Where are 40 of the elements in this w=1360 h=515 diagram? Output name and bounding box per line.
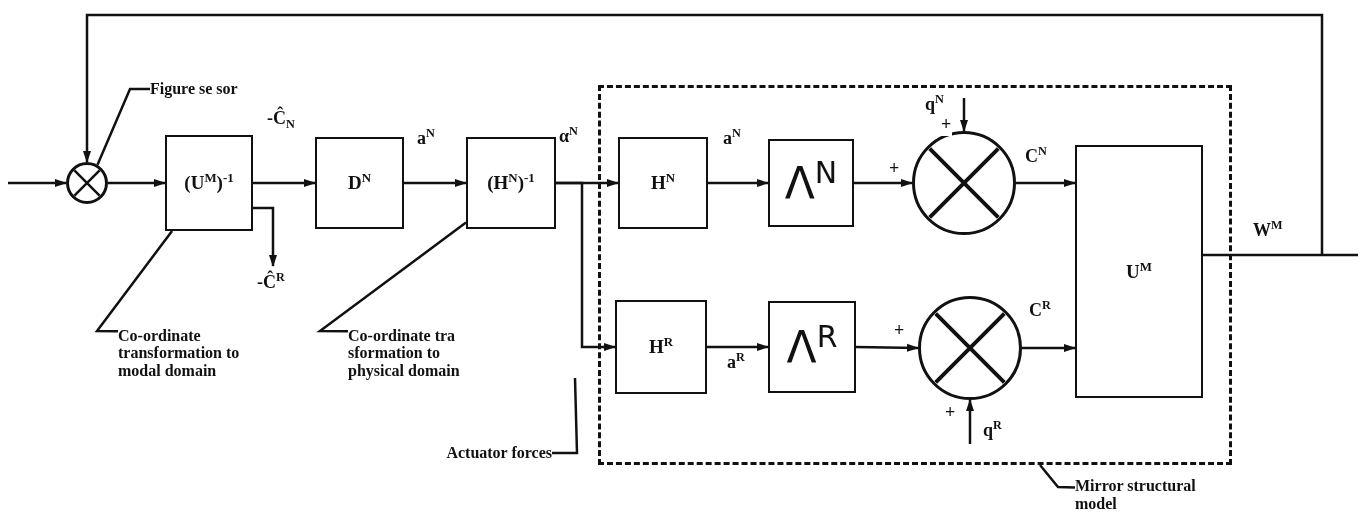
block-box: H$^{R}$ [615, 300, 707, 394]
signal-line [1203, 253, 1322, 257]
arrow [253, 179, 316, 187]
signal-line [1322, 253, 1358, 257]
arrow [708, 179, 769, 187]
arrow [854, 179, 913, 187]
block-box: (U$^{M}$)$^{-1}$ [165, 135, 253, 231]
block-box: H$^{N}$ [618, 137, 708, 229]
block-box: (H$^{N}$)$^{-1}$ [466, 137, 556, 229]
arrow [707, 343, 769, 351]
annotation-text: Co-ordinate transformation to modal domain [118, 322, 248, 384]
arrow [966, 399, 974, 444]
multiplier-junction [66, 162, 108, 204]
arrow [1022, 344, 1076, 352]
arrow [960, 98, 968, 132]
leader-line [1039, 464, 1076, 489]
block-box: Λ$^{N}$ [768, 139, 854, 227]
block-box: D$^{N}$ [315, 137, 404, 229]
edge-label: q$^{R}$ [982, 420, 1003, 442]
leader-line [552, 377, 579, 455]
arrow [404, 179, 467, 187]
leader-line [96, 87, 150, 166]
arrow [855, 343, 919, 352]
leader-line [94, 230, 174, 333]
leader-line [316, 221, 467, 333]
arrow [1016, 179, 1076, 187]
block-box: U$^{M}$ [1075, 145, 1203, 398]
arrow [253, 206, 277, 267]
arrow [8, 179, 67, 187]
arrow [83, 13, 1324, 255]
arrow [556, 181, 616, 351]
annotation-text: Co-ordinate tra sformation to physical domain [348, 322, 478, 384]
edge-label: -Ĉ$_{N}$ [266, 108, 296, 130]
edge-label: q$^{N}$ [924, 94, 945, 116]
arrow [108, 179, 166, 187]
dashed-boundary [598, 85, 1232, 465]
annotation-text: Mirror structural model [1075, 476, 1225, 514]
annotation-text: Figure se sor [150, 79, 300, 99]
annotation-text: Actuator forces [422, 442, 552, 464]
block-box: Λ$^{R}$ [768, 301, 856, 393]
